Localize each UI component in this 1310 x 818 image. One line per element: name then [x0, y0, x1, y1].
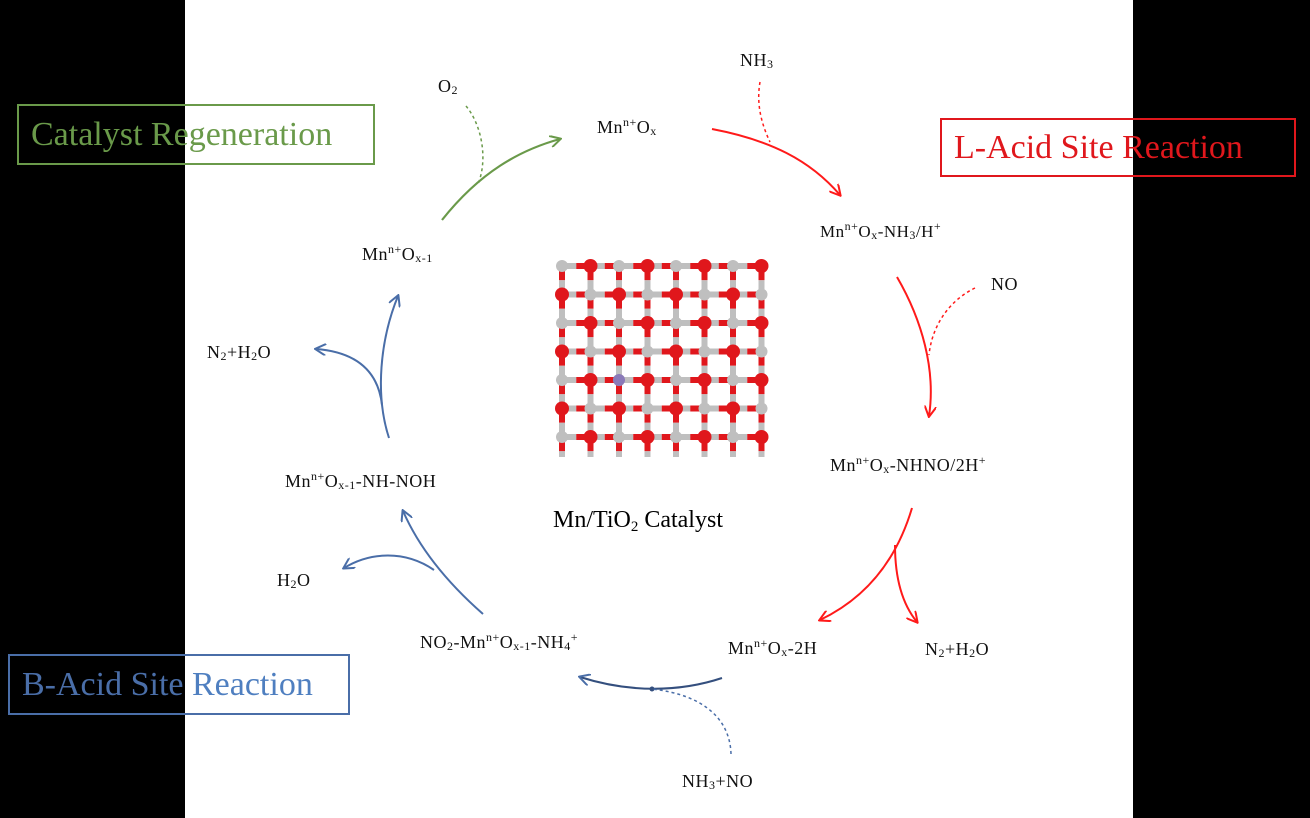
oxygen-atom [583, 259, 598, 273]
reagent-no: NO [991, 274, 1018, 294]
oxygen-atom [726, 401, 740, 416]
titanium-atom [613, 317, 625, 329]
product-n2-h2o-left: N2+H2O [207, 342, 272, 363]
reagent-nh3-no: NH3+NO [682, 771, 754, 792]
dashed-no-input [928, 287, 976, 356]
arrow-to-n2-h2o-left [316, 349, 383, 406]
catalyst-regeneration-title-light: egeneration [173, 116, 333, 153]
oxygen-atom [754, 430, 769, 444]
species-no2-mn-nh4: NO2-Mnn+Ox-1-NH4+ [420, 630, 579, 653]
product-h2o: H2O [277, 570, 311, 591]
arrow-nh3-adsorption [711, 128, 840, 195]
titanium-atom [727, 374, 739, 386]
dashed-nh3-no-input [651, 688, 732, 755]
oxygen-atom [612, 287, 626, 302]
dashed-o2-input [465, 105, 484, 185]
b-acid-site-title-dark: B-Acid Site [22, 666, 184, 703]
titanium-atom [727, 431, 739, 443]
oxygen-atom [697, 430, 712, 444]
titanium-atom [755, 402, 768, 415]
titanium-atom [556, 374, 568, 386]
arrow-to-h2o [344, 554, 435, 571]
titanium-atom [670, 317, 682, 329]
arrow-regeneration [441, 139, 560, 221]
arrow-to-nh-noh [403, 511, 484, 615]
oxygen-atom [726, 344, 740, 359]
titanium-atom [727, 317, 739, 329]
oxygen-atom [754, 259, 769, 273]
titanium-atom [584, 288, 597, 301]
l-acid-site-title-light: Reaction [1122, 129, 1243, 166]
titanium-atom [755, 288, 768, 301]
oxygen-atom [697, 373, 712, 387]
oxygen-atom [640, 430, 655, 444]
titanium-atom [613, 260, 625, 272]
catalyst-regeneration-box: Catalyst Regeneration [17, 104, 375, 165]
reagent-o2: O2 [438, 76, 458, 97]
manganese-atom [613, 374, 625, 386]
oxygen-atom [555, 287, 569, 302]
oxygen-atom [669, 287, 683, 302]
oxygen-atom [697, 316, 712, 330]
oxygen-atom [555, 401, 569, 416]
titanium-atom [670, 374, 682, 386]
titanium-atom [556, 317, 568, 329]
titanium-atom [584, 345, 597, 358]
reagent-nh3: NH3 [740, 50, 774, 71]
titanium-atom [641, 345, 654, 358]
catalyst-regeneration-title-dark: Catalyst R [31, 116, 174, 153]
oxygen-atom [754, 373, 769, 387]
oxygen-atom [583, 316, 598, 330]
arrow-no-reaction [896, 276, 931, 416]
oxygen-atom [640, 373, 655, 387]
arrow-to-mn-ox1 [379, 296, 398, 439]
b-acid-site-title-light: Reaction [183, 666, 313, 703]
titanium-atom [670, 260, 682, 272]
species-mn-ox-nhno: Mnn+Ox-NHNO/2H+ [830, 453, 987, 476]
dashed-nh3-input [758, 81, 771, 143]
species-mn-nh-noh: Mnn+Ox-1-NH-NOH [285, 469, 437, 492]
titanium-atom [755, 345, 768, 358]
titanium-atom [727, 260, 739, 272]
titanium-atom [556, 260, 568, 272]
catalyst-label: Mn/TiO2 Catalyst [553, 507, 723, 535]
oxygen-atom [669, 344, 683, 359]
titanium-atom [698, 402, 711, 415]
titanium-atom [698, 288, 711, 301]
oxygen-atom [583, 373, 598, 387]
titanium-atom [698, 345, 711, 358]
oxygen-atom [754, 316, 769, 330]
oxygen-atom [640, 316, 655, 330]
catalyst-lattice [555, 259, 769, 457]
oxygen-atom [555, 344, 569, 359]
titanium-atom [641, 402, 654, 415]
l-acid-site-title-dark: L-Acid Site [954, 129, 1123, 166]
species-mn-ox-nh3-h: Mnn+Ox-NH3/H+ [820, 219, 942, 242]
product-n2-h2o-right: N2+H2O [925, 639, 990, 660]
titanium-atom [670, 431, 682, 443]
junction-dot [649, 686, 655, 692]
l-acid-site-box: L-Acid Site Reaction [940, 118, 1296, 177]
oxygen-atom [583, 430, 598, 444]
titanium-atom [556, 431, 568, 443]
arrow-to-mn-2h [820, 507, 913, 620]
titanium-atom [613, 431, 625, 443]
titanium-atom [641, 288, 654, 301]
oxygen-atom [640, 259, 655, 273]
species-mn-ox1: Mnn+Ox-1 [362, 242, 433, 265]
species-mn-ox: Mnn+Ox [597, 115, 657, 138]
oxygen-atom [612, 401, 626, 416]
oxygen-atom [669, 401, 683, 416]
species-mn-ox-2h: Mnn+Ox-2H [728, 636, 818, 659]
arrow-to-n2-h2o-right [894, 544, 917, 622]
oxygen-atom [697, 259, 712, 273]
oxygen-atom [612, 344, 626, 359]
b-acid-site-box: B-Acid Site Reaction [8, 654, 350, 715]
titanium-atom [584, 402, 597, 415]
oxygen-atom [726, 287, 740, 302]
